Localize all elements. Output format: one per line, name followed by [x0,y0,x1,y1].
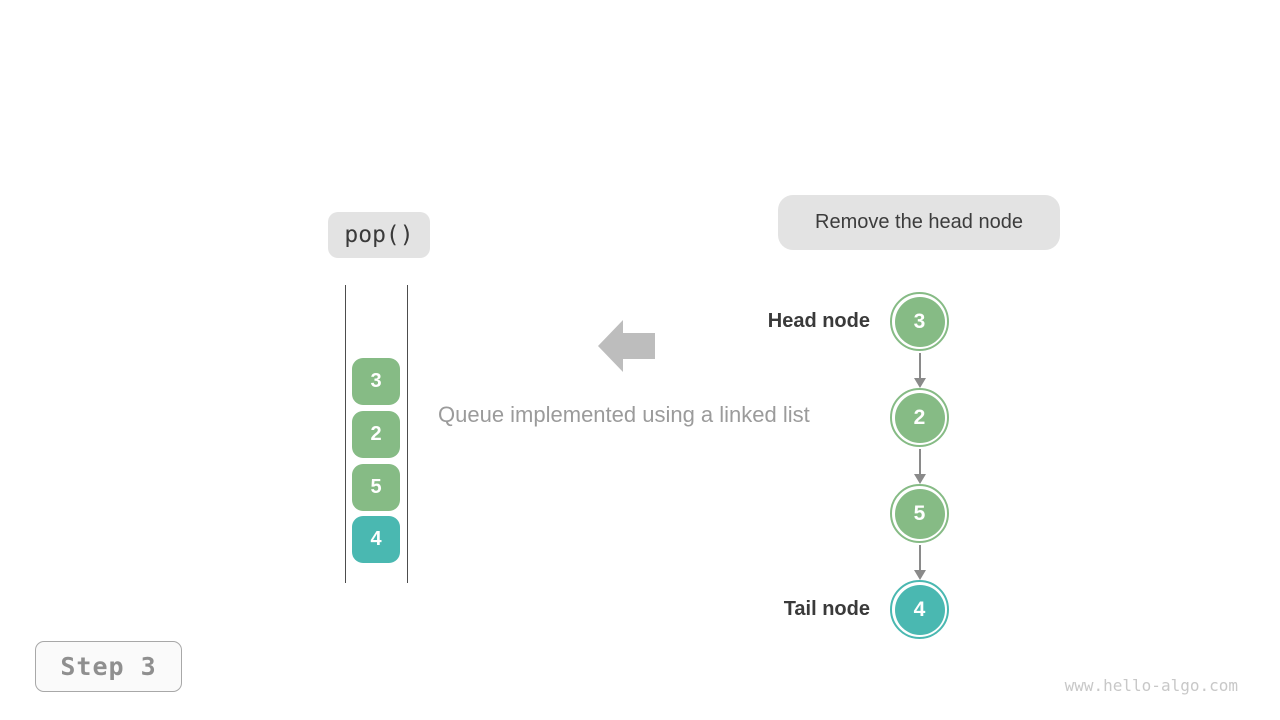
node-fill: 2 [894,392,945,443]
head-node-label: Head node [767,310,870,332]
arrow-head [913,570,926,580]
arrow-head [913,474,926,484]
node-value: 2 [913,405,926,429]
arrow-down-icon [913,449,926,484]
left-arrow-icon [598,320,655,372]
arrow-line [918,353,921,380]
linked-list-node: 3 [890,292,949,351]
queue-item: 4 [352,516,400,563]
tail-node-label: Tail node [783,598,870,620]
arrow-down-icon [913,353,926,388]
node-value: 5 [913,501,926,525]
pop-operation-label: pop() [328,212,430,258]
linked-list-node: 5 [890,484,949,543]
arrow-head [913,378,926,388]
linked-list-node: 4 [890,580,949,639]
queue-item: 5 [352,464,400,511]
linked-list-node: 2 [890,388,949,447]
node-value: 4 [913,597,926,621]
node-fill: 3 [894,296,945,347]
node-fill: 4 [894,584,945,635]
remove-head-annotation: Remove the head node [778,195,1060,250]
node-fill: 5 [894,488,945,539]
queue-item: 3 [352,358,400,405]
arrow-down-icon [913,545,926,580]
arrow-line [918,545,921,572]
queue-item: 2 [352,411,400,458]
step-indicator: Step 3 [35,641,182,692]
queue-container [345,285,408,583]
node-value: 3 [913,309,926,333]
watermark: www.hello-algo.com [1064,676,1238,695]
caption: Queue implemented using a linked list [438,402,810,427]
arrow-line [918,449,921,476]
